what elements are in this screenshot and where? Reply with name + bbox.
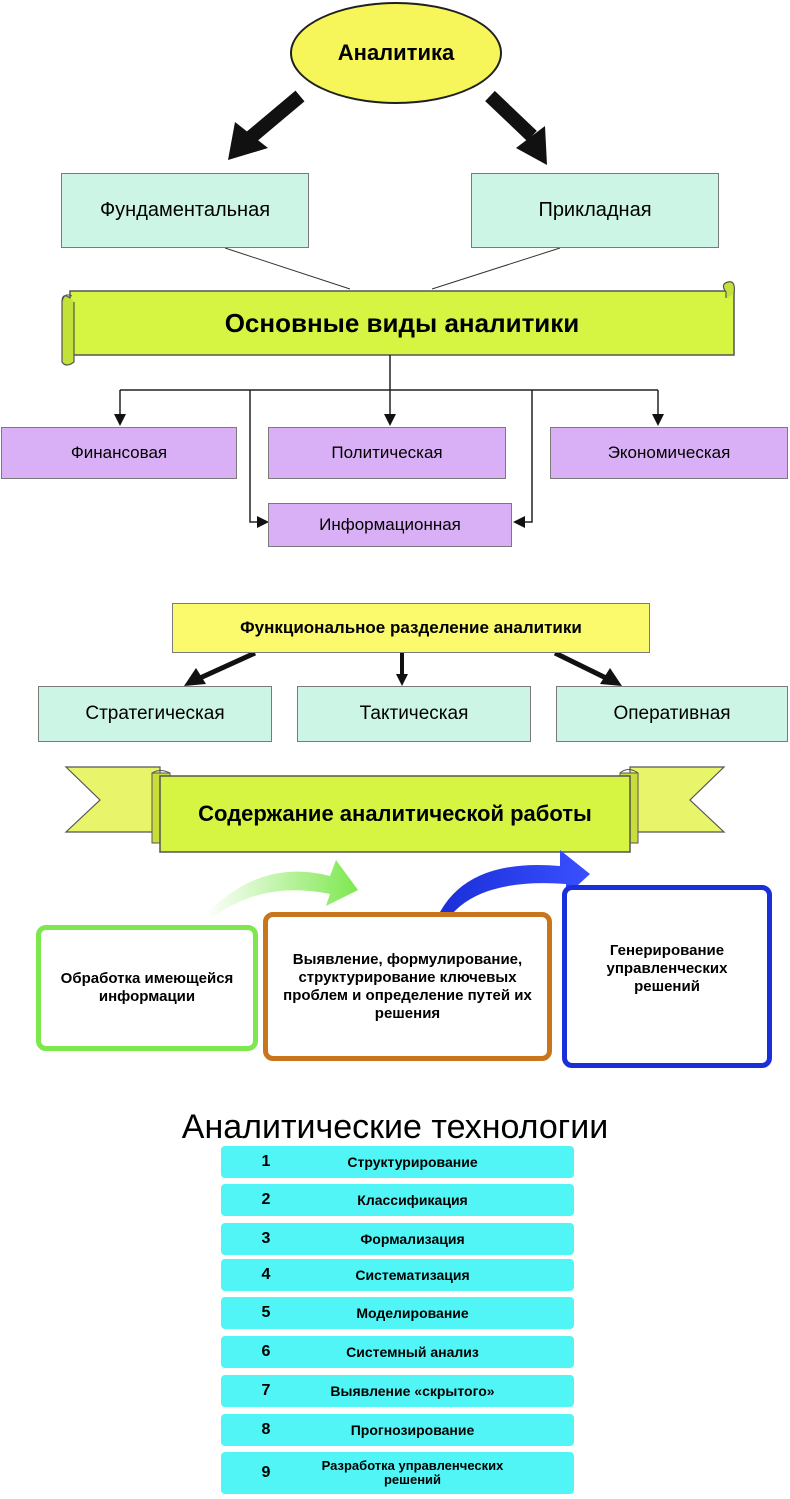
- box-economic-label: Экономическая: [607, 443, 731, 462]
- step-card-processing: Обработка имеющейся информации: [36, 925, 258, 1051]
- tech-row-number: 6: [261, 1343, 271, 1360]
- arrow-left-fundamental: [228, 90, 305, 160]
- green-curved-arrow: [205, 860, 358, 918]
- tech-row-label: Структурирование: [347, 1154, 478, 1170]
- box-strategic: Стратегическая: [38, 686, 272, 742]
- arrow-right-applied: [485, 90, 547, 165]
- tech-row: 4 Систематизация: [221, 1259, 574, 1291]
- tech-row-number: 3: [261, 1230, 271, 1247]
- tech-row-number: 9: [261, 1464, 271, 1481]
- tech-row-number: 7: [261, 1382, 271, 1399]
- types-tree: [114, 355, 664, 528]
- connector-line: [224, 247, 351, 290]
- box-fundamental: Фундаментальная: [61, 173, 309, 248]
- box-fundamental-label: Фундаментальная: [99, 199, 271, 221]
- box-applied-label: Прикладная: [538, 199, 652, 221]
- box-economic: Экономическая: [550, 427, 788, 479]
- tech-row-label: Разработка управленческих решений: [321, 1457, 504, 1487]
- tech-row-label: Систематизация: [355, 1267, 470, 1283]
- tech-row: 2 Классификация: [221, 1184, 574, 1216]
- box-financial: Финансовая: [1, 427, 237, 479]
- tech-row-label: Моделирование: [356, 1305, 469, 1321]
- step-card-processing-label: Обработка имеющейся информации: [60, 970, 234, 1005]
- connector-line: [431, 247, 561, 290]
- box-political-label: Политическая: [331, 443, 443, 462]
- step-card-generation-label: Генерирование управленческих решений: [606, 942, 728, 995]
- tech-row-number: 2: [261, 1191, 271, 1208]
- functional-arrows: [184, 650, 622, 686]
- functional-title: Функциональное разделение аналитики: [172, 603, 650, 653]
- step-card-identification-label: Выявление, формулирование, структурирова…: [283, 950, 532, 1022]
- main-banner-scroll: [61, 281, 735, 366]
- technologies-title: Аналитические технологии: [181, 1107, 609, 1146]
- tech-row: 1 Структурирование: [221, 1146, 574, 1178]
- box-informational: Информационная: [268, 503, 512, 547]
- box-tactical-label: Тактическая: [359, 703, 469, 724]
- box-political: Политическая: [268, 427, 506, 479]
- tech-row-number: 1: [261, 1153, 271, 1170]
- box-financial-label: Финансовая: [70, 443, 168, 462]
- blue-curved-arrow: [440, 850, 590, 914]
- analytics-title-ellipse: Аналитика: [290, 2, 502, 104]
- tech-row-label: Выявление «скрытого»: [330, 1383, 495, 1399]
- box-tactical: Тактическая: [297, 686, 531, 742]
- tech-row: 7 Выявление «скрытого»: [221, 1375, 574, 1407]
- tech-row: 3 Формализация: [221, 1223, 574, 1255]
- box-operational: Оперативная: [556, 686, 788, 742]
- main-banner-title: Основные виды аналитики: [224, 307, 580, 338]
- tech-row: 6 Системный анализ: [221, 1336, 574, 1368]
- tech-row-label: Формализация: [360, 1231, 465, 1247]
- analytics-title: Аналитика: [337, 40, 455, 65]
- box-informational-label: Информационная: [319, 515, 461, 534]
- step-card-identification: Выявление, формулирование, структурирова…: [263, 912, 552, 1061]
- tech-row-number: 8: [261, 1421, 271, 1438]
- tech-row: 9 Разработка управленческих решений: [221, 1452, 574, 1494]
- tech-row: 5 Моделирование: [221, 1297, 574, 1329]
- box-operational-label: Оперативная: [613, 703, 731, 724]
- content-banner-title: Содержание аналитической работы: [198, 801, 592, 826]
- tech-row-label: Классификация: [357, 1192, 468, 1208]
- tech-row: 8 Прогнозирование: [221, 1414, 574, 1446]
- box-applied: Прикладная: [471, 173, 719, 248]
- tech-row-number: 4: [261, 1266, 271, 1283]
- tech-row-label: Прогнозирование: [350, 1422, 475, 1438]
- tech-row-number: 5: [261, 1304, 271, 1321]
- step-card-generation: Генерирование управленческих решений: [562, 885, 772, 1068]
- tech-row-label: Системный анализ: [346, 1344, 479, 1360]
- content-banner-ribbon: [64, 766, 726, 853]
- box-strategic-label: Стратегическая: [85, 703, 225, 724]
- functional-title-label: Функциональное разделение аналитики: [240, 618, 582, 637]
